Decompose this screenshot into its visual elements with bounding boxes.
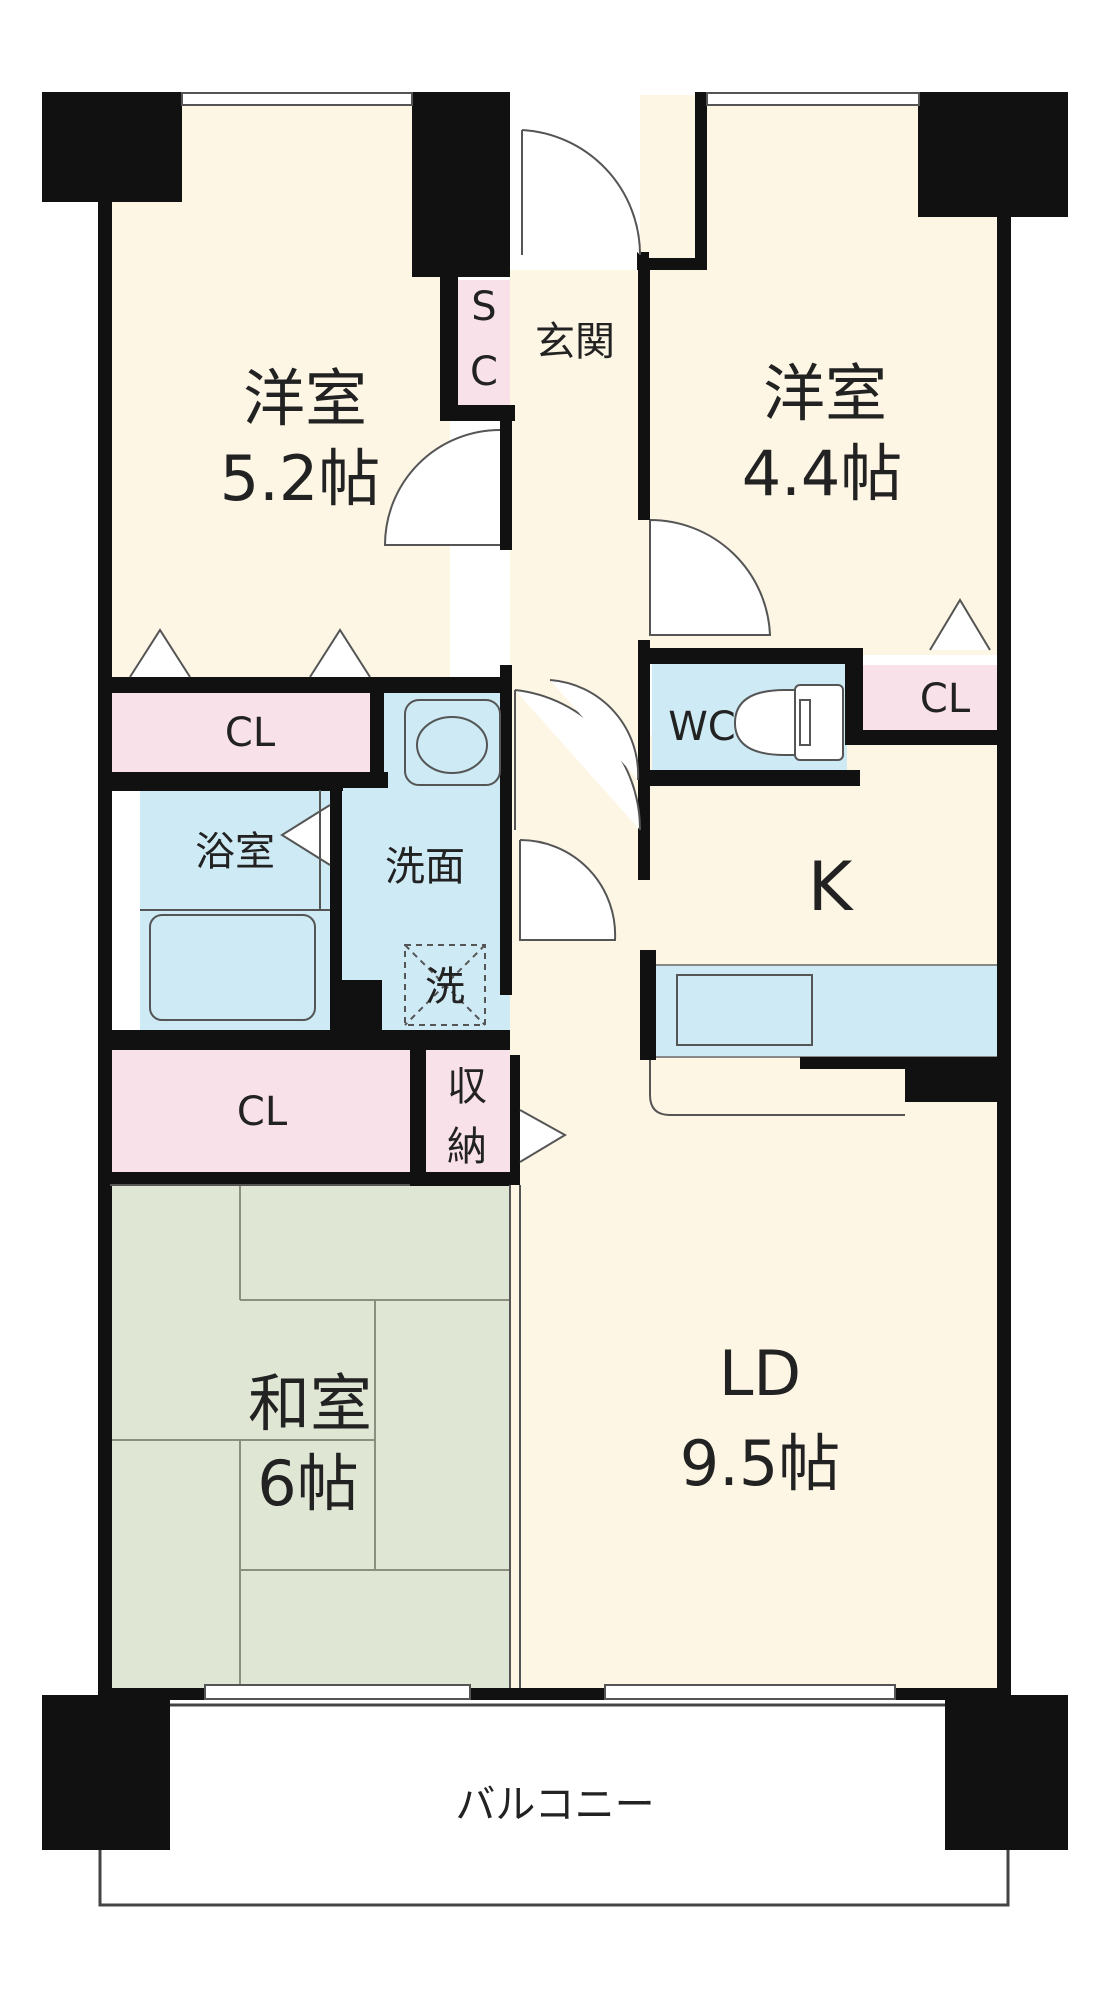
kitchen-counter <box>654 964 999 1058</box>
bathtub <box>149 914 316 1021</box>
right-room-door <box>649 518 772 636</box>
pillar-top-center <box>412 92 510 277</box>
closet-top-left-floor <box>110 690 380 775</box>
label-storage-1: 収 <box>447 1064 487 1110</box>
doors <box>383 129 772 941</box>
fittings <box>129 598 991 1163</box>
wall-wash-top <box>370 677 384 787</box>
window-bottom-right <box>604 1684 896 1700</box>
wall-wc-bottom <box>640 770 860 786</box>
wall-sc-left <box>440 270 458 420</box>
left-room-door <box>383 429 501 546</box>
label-western-left-name: 洋室 <box>243 362 367 435</box>
wall-wash-box <box>340 980 382 1030</box>
kitchen-pillar <box>905 1057 1005 1102</box>
wall-cl-right-bottom <box>845 730 1010 745</box>
label-sc-1: S <box>471 284 496 330</box>
wall-cl-bottom <box>98 1172 510 1186</box>
wall-hall-left <box>500 415 512 550</box>
label-western-right-name: 洋室 <box>763 357 887 430</box>
windows <box>110 92 920 1700</box>
label-storage-2: 納 <box>447 1124 487 1170</box>
hall-door <box>519 838 617 941</box>
label-sc-2: C <box>470 349 498 395</box>
washbasin <box>404 699 501 786</box>
label-toilet: WC <box>668 704 735 750</box>
wall-hall-left-2 <box>500 665 512 995</box>
label-living-name: LD <box>719 1337 801 1410</box>
pillar-top-left <box>42 92 182 202</box>
wall-left <box>98 195 112 1695</box>
tatami-lines <box>110 1185 510 1690</box>
label-japanese-size: 6帖 <box>257 1447 358 1520</box>
label-closet-top-left: CL <box>225 710 276 756</box>
label-western-right-size: 4.4帖 <box>742 437 903 510</box>
label-entrance: 玄関 <box>535 319 615 365</box>
balcony-floor <box>98 1703 1010 1907</box>
storage-floor <box>425 1050 510 1175</box>
wall-bath-bottom <box>98 1030 510 1050</box>
wall-sc-bottom <box>440 405 515 421</box>
closet-middle-floor <box>110 1050 410 1175</box>
tatami-room <box>110 1185 510 1690</box>
label-japanese-name: 和室 <box>248 1367 372 1440</box>
window-top-left <box>181 92 413 106</box>
wc-door <box>549 679 640 781</box>
walls <box>42 92 1068 1850</box>
wall-right <box>997 210 1011 1700</box>
label-closet-top-right: CL <box>920 676 971 722</box>
pillar-bottom-left <box>42 1695 170 1850</box>
sink <box>676 974 813 1046</box>
label-bathroom: 浴室 <box>195 829 275 875</box>
wall-kitchen-bottom <box>800 1057 910 1069</box>
entrance-door <box>521 129 642 256</box>
wall-hall-right-2 <box>638 640 650 880</box>
label-closet-middle: CL <box>237 1089 288 1135</box>
label-western-left-size: 5.2帖 <box>220 442 381 515</box>
window-top-right <box>706 92 920 106</box>
pillar-top-right <box>918 92 1068 217</box>
washer-pan <box>404 944 486 1026</box>
wall-kitchen-end <box>640 950 656 1060</box>
wall-closet-row <box>98 677 510 693</box>
tatami-floor <box>110 1185 510 1690</box>
shoe-cabinet-floor <box>458 280 510 407</box>
wall-cl-storage <box>410 1045 426 1180</box>
wall-entrance-top <box>637 258 707 270</box>
label-washroom: 洗面 <box>385 844 465 890</box>
window-bottom-left <box>204 1684 471 1700</box>
wall-bath-top <box>98 775 343 791</box>
wall-right-room-top-left <box>695 92 707 270</box>
wall-ld-left <box>510 1055 520 1185</box>
closets <box>110 280 998 1175</box>
pillar-bottom-right <box>945 1695 1068 1850</box>
wall-right-room-bottom <box>640 648 862 664</box>
label-washer: 洗 <box>425 964 465 1010</box>
label-balcony: バルコニー <box>455 1782 654 1828</box>
label-kitchen: K <box>808 848 855 927</box>
labels: 洋室 5.2帖 洋室 4.4帖 玄関 S C WC CL CL CL 浴室 洗面… <box>195 284 971 1828</box>
wall-hall-right <box>638 270 650 520</box>
wall-bath-wash <box>330 775 342 1035</box>
closet-top-right-floor <box>860 665 998 733</box>
balcony <box>98 1703 1010 1907</box>
wall-wc-right <box>845 648 863 738</box>
label-living-size: 9.5帖 <box>680 1427 841 1500</box>
